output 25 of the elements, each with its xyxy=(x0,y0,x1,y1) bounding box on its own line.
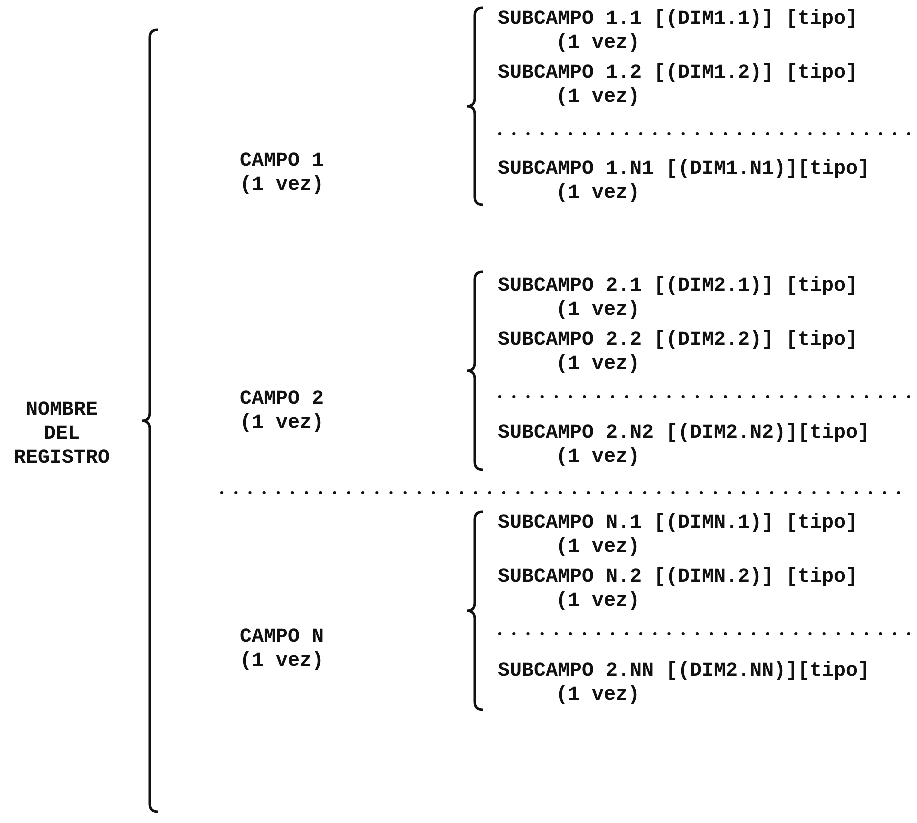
repetition-note: (1 vez) xyxy=(556,446,640,470)
field-label: CAMPO 2 xyxy=(240,388,324,412)
repetition-note: (1 vez) xyxy=(556,32,640,56)
repetition-note: (1 vez) xyxy=(556,86,640,110)
subfield-label: SUBCAMPO 2.2 [(DIM2.2)] [tipo] xyxy=(498,329,858,353)
field-label: CAMPO 1 xyxy=(240,150,324,174)
subfield-label: SUBCAMPO 1.2 [(DIM1.2)] [tipo] xyxy=(498,62,858,86)
subfield-label: SUBCAMPO N.2 [(DIMN.2)] [tipo] xyxy=(498,566,858,590)
repetition-note: (1 vez) xyxy=(556,182,640,206)
subfield-label: SUBCAMPO 2.1 [(DIM2.1)] [tipo] xyxy=(498,275,858,299)
subfield-label: SUBCAMPO 2.N2 [(DIM2.N2)][tipo] xyxy=(498,422,870,446)
record-name-label: NOMBRE DEL REGISTRO xyxy=(14,399,110,471)
repetition-note: (1 vez) xyxy=(556,353,640,377)
subfield-label: SUBCAMPO 1.N1 [(DIM1.N1)][tipo] xyxy=(498,158,870,182)
repetition-note: (1 vez) xyxy=(240,650,324,674)
subfield-label: SUBCAMPO 1.1 [(DIM1.1)] [tipo] xyxy=(498,8,858,32)
repetition-note: (1 vez) xyxy=(556,299,640,323)
field-label: CAMPO N xyxy=(240,626,324,650)
repetition-note: (1 vez) xyxy=(556,684,640,708)
repetition-note: (1 vez) xyxy=(240,174,324,198)
subfield-label: SUBCAMPO N.1 [(DIMN.1)] [tipo] xyxy=(498,512,858,536)
repetition-note: (1 vez) xyxy=(556,590,640,614)
subfield-label: SUBCAMPO 2.NN [(DIM2.NN)][tipo] xyxy=(498,660,870,684)
repetition-note: (1 vez) xyxy=(240,412,324,436)
repetition-note: (1 vez) xyxy=(556,536,640,560)
